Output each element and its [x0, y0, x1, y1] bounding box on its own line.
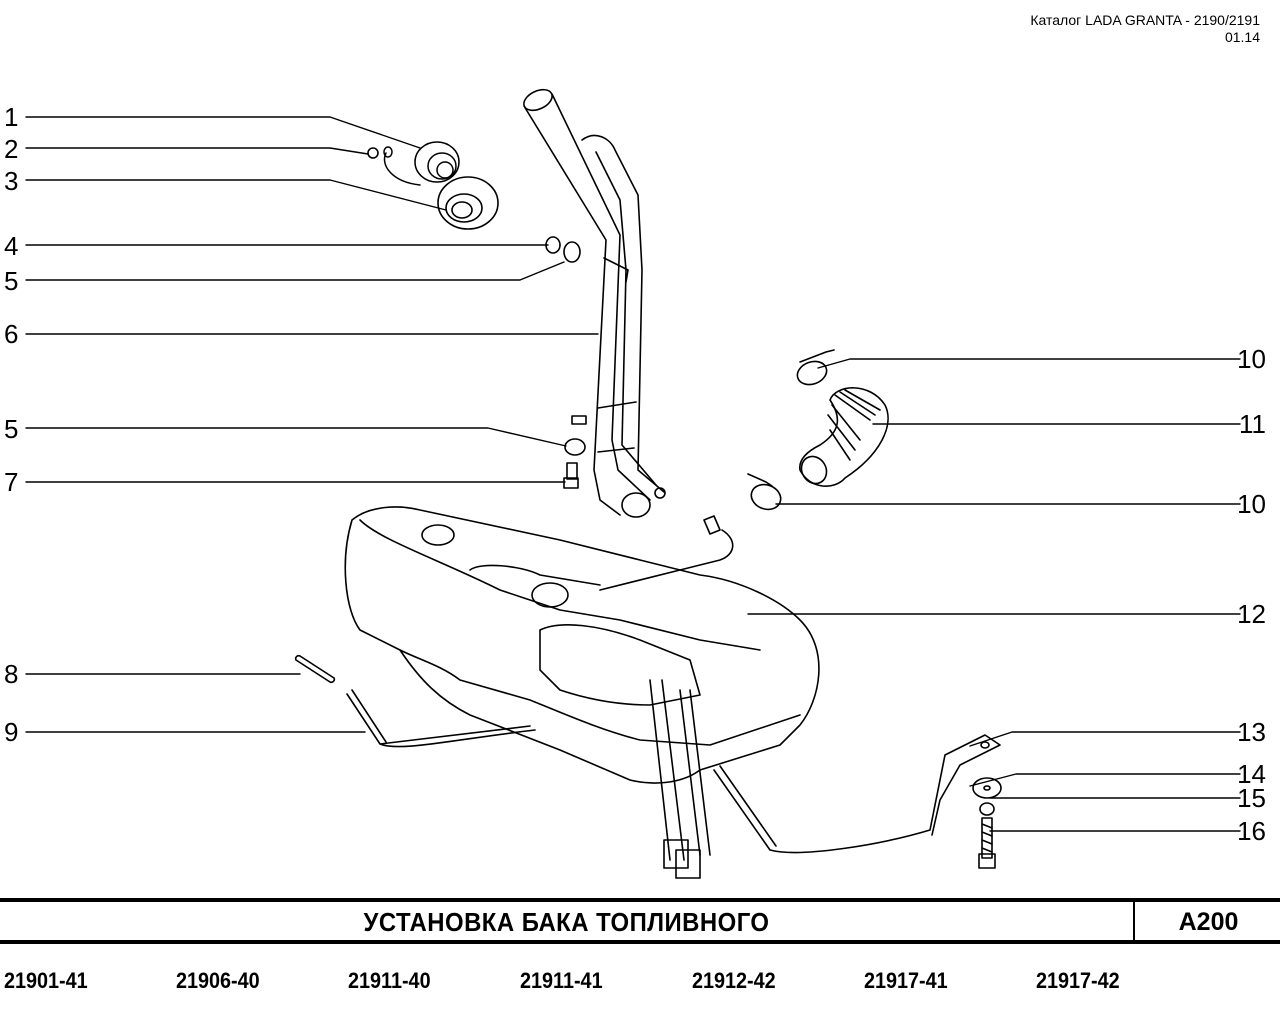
exploded-view-diagram — [25, 88, 1241, 879]
strap-part-9 — [346, 689, 536, 748]
washer-part-5b — [564, 438, 586, 456]
model-code: 21917-42 — [1036, 968, 1120, 993]
fuel-tank-part-12 — [344, 506, 820, 879]
callout-9: 9 — [4, 717, 19, 747]
bolt-part-16 — [978, 817, 996, 869]
diagram-title: УСТАНОВКА БАКА ТОПЛИВНОГО — [363, 907, 770, 937]
callout-10: 10 — [1237, 344, 1266, 374]
callout-6: 6 — [4, 319, 19, 349]
spring-washer-part-15 — [979, 802, 995, 816]
bolt-part-7 — [563, 462, 579, 489]
callout-4: 4 — [4, 231, 19, 261]
strap-hole — [980, 741, 990, 749]
callout-3: 3 — [4, 166, 19, 196]
model-code: 21917-41 — [864, 968, 948, 993]
clamp-part-10-top — [796, 349, 835, 386]
nut-part-2 — [367, 147, 379, 159]
model-code: 21911-41 — [520, 968, 603, 993]
model-code: 21901-41 — [4, 968, 88, 993]
clamp-part-10-bottom — [747, 473, 782, 511]
model-code: 21906-40 — [176, 968, 260, 993]
leader-lines-right — [747, 358, 1241, 832]
callout-8: 8 — [4, 659, 19, 689]
filler-pipe-part-6 — [523, 88, 666, 518]
leader-lines-left — [25, 116, 599, 733]
callout-16: 16 — [1237, 816, 1266, 846]
washer-part-14 — [972, 777, 1002, 799]
nut-part-4 — [545, 236, 561, 254]
callout-13: 13 — [1237, 717, 1266, 747]
diagram-code: А200 — [1133, 902, 1280, 940]
callout-5b: 5 — [4, 414, 19, 444]
hose-part-11 — [799, 387, 889, 487]
model-code: 21912-42 — [692, 968, 776, 993]
callout-5: 5 — [4, 266, 19, 296]
fuel-cap-part — [383, 141, 460, 186]
catalog-date: 01.14 — [1224, 29, 1260, 45]
callout-14: 14 — [1237, 759, 1266, 789]
callout-10b: 10 — [1237, 489, 1266, 519]
model-code: 21911-40 — [348, 968, 431, 993]
catalog-header: Каталог LADA GRANTA - 2190/2191 01.14 — [1030, 12, 1260, 46]
callout-2: 2 — [4, 134, 19, 164]
strap-part-13 — [713, 734, 1001, 854]
pin-part-8 — [294, 654, 336, 684]
callout-1: 1 — [4, 102, 19, 132]
callout-11: 11 — [1239, 409, 1266, 439]
model-list: 21901-41 21906-40 21911-40 21911-41 2191… — [0, 968, 1280, 998]
callout-15: 15 — [1237, 783, 1266, 813]
title-bar: УСТАНОВКА БАКА ТОПЛИВНОГО А200 — [0, 898, 1280, 944]
catalog-name: Каталог LADA GRANTA - 2190/2191 — [1030, 12, 1260, 28]
callout-7: 7 — [4, 467, 19, 497]
washer-part-5 — [563, 241, 581, 263]
seal-part-3 — [437, 176, 499, 230]
callout-12: 12 — [1237, 599, 1266, 629]
